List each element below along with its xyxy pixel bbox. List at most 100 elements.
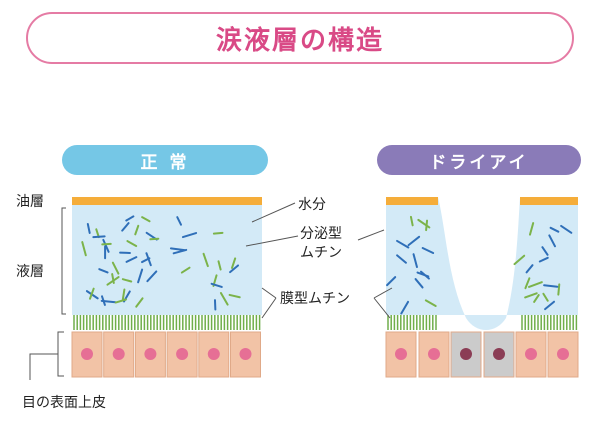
secreted-mucin-strand <box>417 218 431 229</box>
cell-nucleus <box>525 348 537 360</box>
secreted-mucin-label-line1: 分泌型 <box>300 226 342 242</box>
secreted-mucin-strand <box>533 294 540 303</box>
secreted-mucin-strand <box>114 298 127 304</box>
cell-nucleus <box>428 348 440 360</box>
secreted-mucin-strand <box>181 232 198 239</box>
secreted-mucin-strand <box>424 299 437 307</box>
secreted-mucin-strand <box>176 216 182 226</box>
secreted-mucin-leader-right <box>357 229 385 241</box>
secreted-mucin-strand <box>146 270 158 283</box>
membrane-mucin-leader-left <box>261 287 277 319</box>
normal-secreted-mucin <box>81 215 241 311</box>
dry-epithelium <box>385 331 579 378</box>
normal-oil-layer <box>72 197 262 205</box>
dry-membrane-mucin <box>387 315 578 330</box>
secreted-mucin-strand <box>396 254 407 264</box>
secreted-mucin-strand <box>421 247 435 255</box>
cell-nucleus <box>557 348 569 360</box>
secreted-mucin-strand <box>414 278 424 289</box>
secreted-mucin-strand <box>513 254 526 266</box>
water-leader <box>251 202 296 223</box>
secreted-mucin-strand <box>100 299 117 304</box>
secreted-mucin-strand <box>169 247 186 252</box>
secreted-mucin-strand <box>557 283 561 296</box>
cell-nucleus <box>176 348 189 360</box>
secreted-mucin-strand <box>212 231 224 235</box>
oil-layer-bracket <box>37 196 42 206</box>
secreted-mucin-strand <box>126 240 138 248</box>
secreted-mucin-strand <box>524 292 538 299</box>
secreted-mucin-strand <box>135 297 144 308</box>
secreted-mucin-strand <box>149 237 160 241</box>
secreted-mucin-strand <box>121 222 130 232</box>
secreted-mucin-strand <box>528 222 535 236</box>
secreted-mucin-strand <box>111 273 115 284</box>
secreted-mucin-strand <box>412 253 418 269</box>
secreted-mucin-label-line2: ムチン <box>300 245 342 261</box>
secreted-mucin-strand <box>88 287 95 300</box>
secreted-mucin-strand <box>407 235 421 247</box>
secreted-mucin-strand <box>121 278 133 283</box>
secreted-mucin-strand <box>86 222 91 234</box>
secreted-mucin-strand <box>125 256 138 263</box>
secreted-mucin-strand <box>137 268 144 284</box>
aqueous-layer-bracket <box>61 207 66 315</box>
secreted-mucin-strand <box>538 256 549 263</box>
secreted-mucin-leader-left <box>245 235 299 247</box>
secreted-mucin-strand <box>141 216 151 223</box>
dry-oil-layer-right <box>520 197 578 205</box>
secreted-mucin-strand <box>542 292 549 302</box>
normal-membrane-mucin <box>73 315 261 330</box>
secreted-mucin-strand <box>134 224 140 236</box>
secreted-mucin-strand <box>125 215 135 222</box>
normal-panel-header: 正 常 <box>62 145 268 175</box>
secreted-mucin-strand <box>210 282 223 288</box>
secreted-mucin-strand <box>102 238 110 253</box>
secreted-mucin-strand <box>111 261 120 275</box>
normal-aqueous-layer <box>72 205 262 315</box>
secreted-mucin-strand <box>560 224 573 234</box>
secreted-mucin-strand <box>81 241 87 257</box>
oil-layer-label: 油層 <box>16 194 44 210</box>
secreted-mucin-strand <box>229 264 240 274</box>
secreted-mucin-strand <box>543 284 559 288</box>
dry-secreted-mucin <box>386 215 573 315</box>
secreted-mucin-strand <box>396 239 410 249</box>
normal-epithelium <box>71 331 261 378</box>
cell-nucleus <box>81 348 93 360</box>
secreted-mucin-strand <box>400 300 410 315</box>
membrane-mucin-label: 膜型ムチン <box>280 291 350 307</box>
secreted-mucin-strand <box>549 226 560 233</box>
secreted-mucin-strand <box>217 260 222 271</box>
title-banner: 涙液層の構造 <box>26 12 574 64</box>
epithelium-bracket <box>57 331 64 377</box>
secreted-mucin-strand <box>425 219 429 232</box>
secreted-mucin-strand <box>544 300 556 311</box>
secreted-mucin-strand <box>228 293 241 299</box>
secreted-mucin-strand <box>230 257 237 269</box>
secreted-mucin-strand <box>419 270 430 280</box>
dry-aqueous-layer <box>386 197 578 330</box>
dry-eye-panel-header: ドライアイ <box>377 145 581 175</box>
cell-nucleus <box>460 348 472 360</box>
epithelium-label: 目の表面上皮 <box>22 395 106 411</box>
secreted-mucin-strand <box>180 266 191 274</box>
secreted-mucin-strand <box>121 288 126 301</box>
cell-nucleus <box>493 348 505 360</box>
cell-nucleus <box>207 348 220 360</box>
secreted-mucin-strand <box>172 248 188 255</box>
secreted-mucin-strand <box>525 264 534 274</box>
secreted-mucin-strand <box>409 215 414 227</box>
secreted-mucin-strand <box>541 246 549 256</box>
cell-nucleus <box>239 348 252 360</box>
secreted-mucin-strand <box>141 257 151 264</box>
secreted-mucin-strand <box>524 277 531 290</box>
epithelial-cell <box>166 331 198 378</box>
epithelium-leader <box>29 353 58 380</box>
water-label: 水分 <box>298 197 326 213</box>
dry-oil-layer-left <box>386 197 438 205</box>
secreted-mucin-strand <box>527 281 543 288</box>
cell-nucleus <box>395 348 407 360</box>
membrane-mucin-leader-right <box>373 287 393 319</box>
